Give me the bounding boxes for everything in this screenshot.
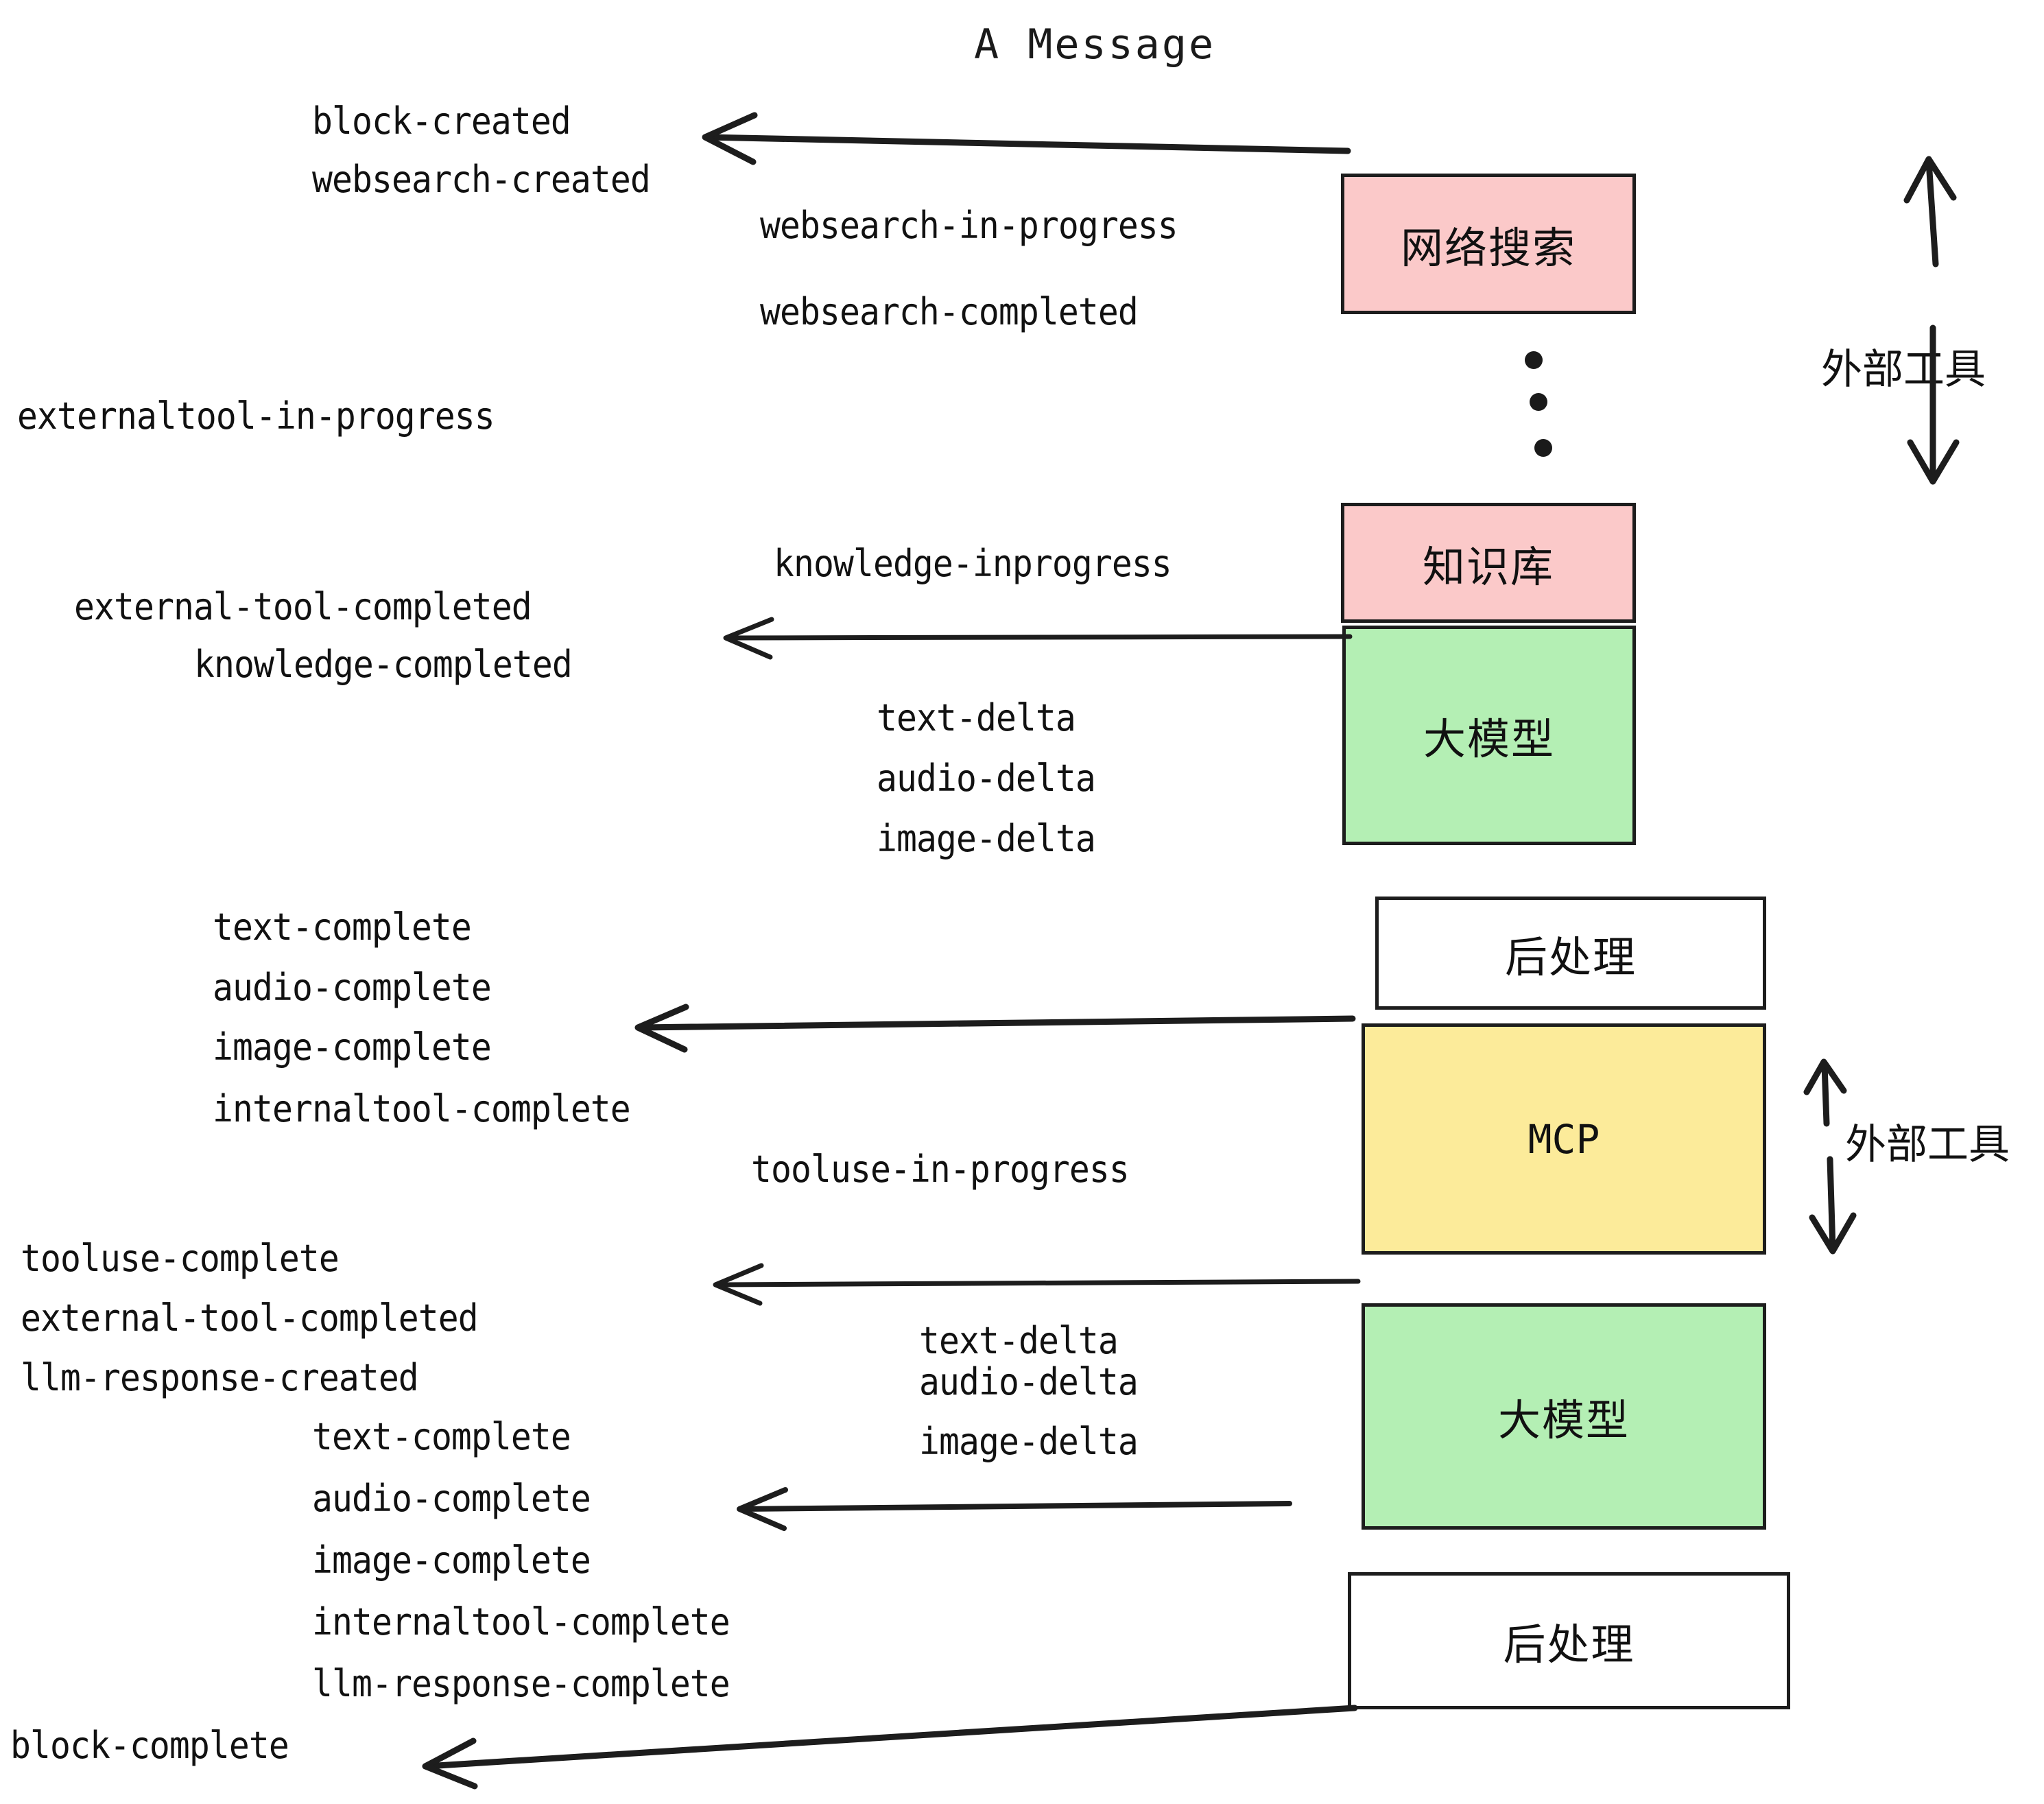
arrow-head <box>634 1004 689 1053</box>
arrow-postprocess-to-block-complete <box>423 1705 1358 1770</box>
event-label-audio-delta-2: audio-delta <box>919 1360 1139 1403</box>
event-label-externaltool-in-progress: externaltool-in-progress <box>17 394 495 438</box>
event-label-tooluse-in-progress: tooluse-in-progress <box>751 1148 1130 1191</box>
ellipsis-dot <box>1530 393 1547 411</box>
arrow-knowledge-to-completed <box>724 634 1353 641</box>
box-llm-second[interactable]: 大模型 <box>1362 1303 1766 1530</box>
box-label: 后处理 <box>1503 1619 1635 1670</box>
event-label-websearch-created: websearch-created <box>312 158 651 201</box>
box-mcp[interactable]: MCP <box>1362 1023 1766 1255</box>
box-web-search[interactable]: 网络搜索 <box>1341 174 1636 314</box>
arrow-external-tool-bottom-up <box>1821 1061 1830 1127</box>
event-label-block-created: block-created <box>312 99 571 143</box>
event-label-block-complete: block-complete <box>10 1724 289 1767</box>
box-label: 大模型 <box>1497 1395 1630 1445</box>
arrow-websearch-to-block <box>703 134 1351 154</box>
event-label-text-complete-2: text-complete <box>312 1415 571 1458</box>
arrow-head <box>1907 439 1960 485</box>
event-label-image-delta-1: image-delta <box>877 817 1096 860</box>
event-label-tooluse-complete: tooluse-complete <box>21 1237 340 1280</box>
arrow-external-tool-bottom-down <box>1827 1156 1836 1253</box>
external-tool-annotation-top: 外部工具 <box>1821 346 1986 394</box>
arrow-head <box>737 1487 788 1531</box>
event-label-external-tool-completed-1: external-tool-completed <box>74 585 532 628</box>
box-label: 知识库 <box>1422 541 1554 592</box>
event-label-audio-delta-1: audio-delta <box>877 757 1096 800</box>
arrow-postprocess-to-image-complete <box>636 1015 1356 1031</box>
event-label-llm-response-complete: llm-response-complete <box>312 1662 730 1705</box>
event-label-external-tool-completed-2: external-tool-completed <box>21 1296 479 1340</box>
event-label-knowledge-completed: knowledge-completed <box>194 643 573 686</box>
arrow-head <box>702 112 758 165</box>
box-postprocess-first[interactable]: 后处理 <box>1375 897 1766 1010</box>
box-label: 大模型 <box>1423 714 1555 764</box>
box-label: MCP <box>1528 1115 1600 1163</box>
event-label-internaltool-complete-2: internaltool-complete <box>312 1600 730 1643</box>
event-label-websearch-in-progress: websearch-in-progress <box>760 204 1178 247</box>
event-label-knowledge-inprogress: knowledge-inprogress <box>774 542 1172 585</box>
arrow-head <box>723 617 774 660</box>
event-label-text-delta-2: text-delta <box>919 1319 1119 1362</box>
event-label-audio-complete-2: audio-complete <box>312 1477 591 1520</box>
event-label-text-delta-1: text-delta <box>877 696 1076 739</box>
arrow-head <box>1903 156 1957 204</box>
ellipsis-dot <box>1534 439 1552 457</box>
event-label-llm-response-created: llm-response-created <box>21 1356 419 1399</box>
arrow-llm-to-audio-complete <box>738 1501 1292 1512</box>
box-label: 网络搜索 <box>1400 222 1576 273</box>
event-label-image-delta-2: image-delta <box>919 1420 1139 1463</box>
event-label-image-complete-2: image-complete <box>312 1539 591 1582</box>
box-postprocess-second[interactable]: 后处理 <box>1348 1572 1790 1709</box>
arrow-head <box>1809 1212 1857 1255</box>
event-label-internaltool-complete-1: internaltool-complete <box>213 1087 631 1130</box>
event-label-image-complete-1: image-complete <box>213 1025 492 1069</box>
arrow-external-tool-top-up <box>1925 158 1939 268</box>
event-label-audio-complete-1: audio-complete <box>213 966 492 1009</box>
external-tool-annotation-bottom: 外部工具 <box>1845 1121 2010 1169</box>
box-llm-first[interactable]: 大模型 <box>1342 626 1636 845</box>
ellipsis-dot <box>1525 351 1543 369</box>
event-label-text-complete-1: text-complete <box>213 905 472 949</box>
box-label: 后处理 <box>1504 931 1637 982</box>
arrow-head <box>713 1263 764 1306</box>
box-knowledge-base[interactable]: 知识库 <box>1341 503 1636 623</box>
arrow-head <box>422 1737 478 1790</box>
arrow-mcp-to-tooluse-complete <box>714 1279 1361 1287</box>
event-label-websearch-completed: websearch-completed <box>760 290 1139 333</box>
arrow-head <box>1803 1058 1847 1095</box>
page-title: A Message <box>974 21 1216 69</box>
